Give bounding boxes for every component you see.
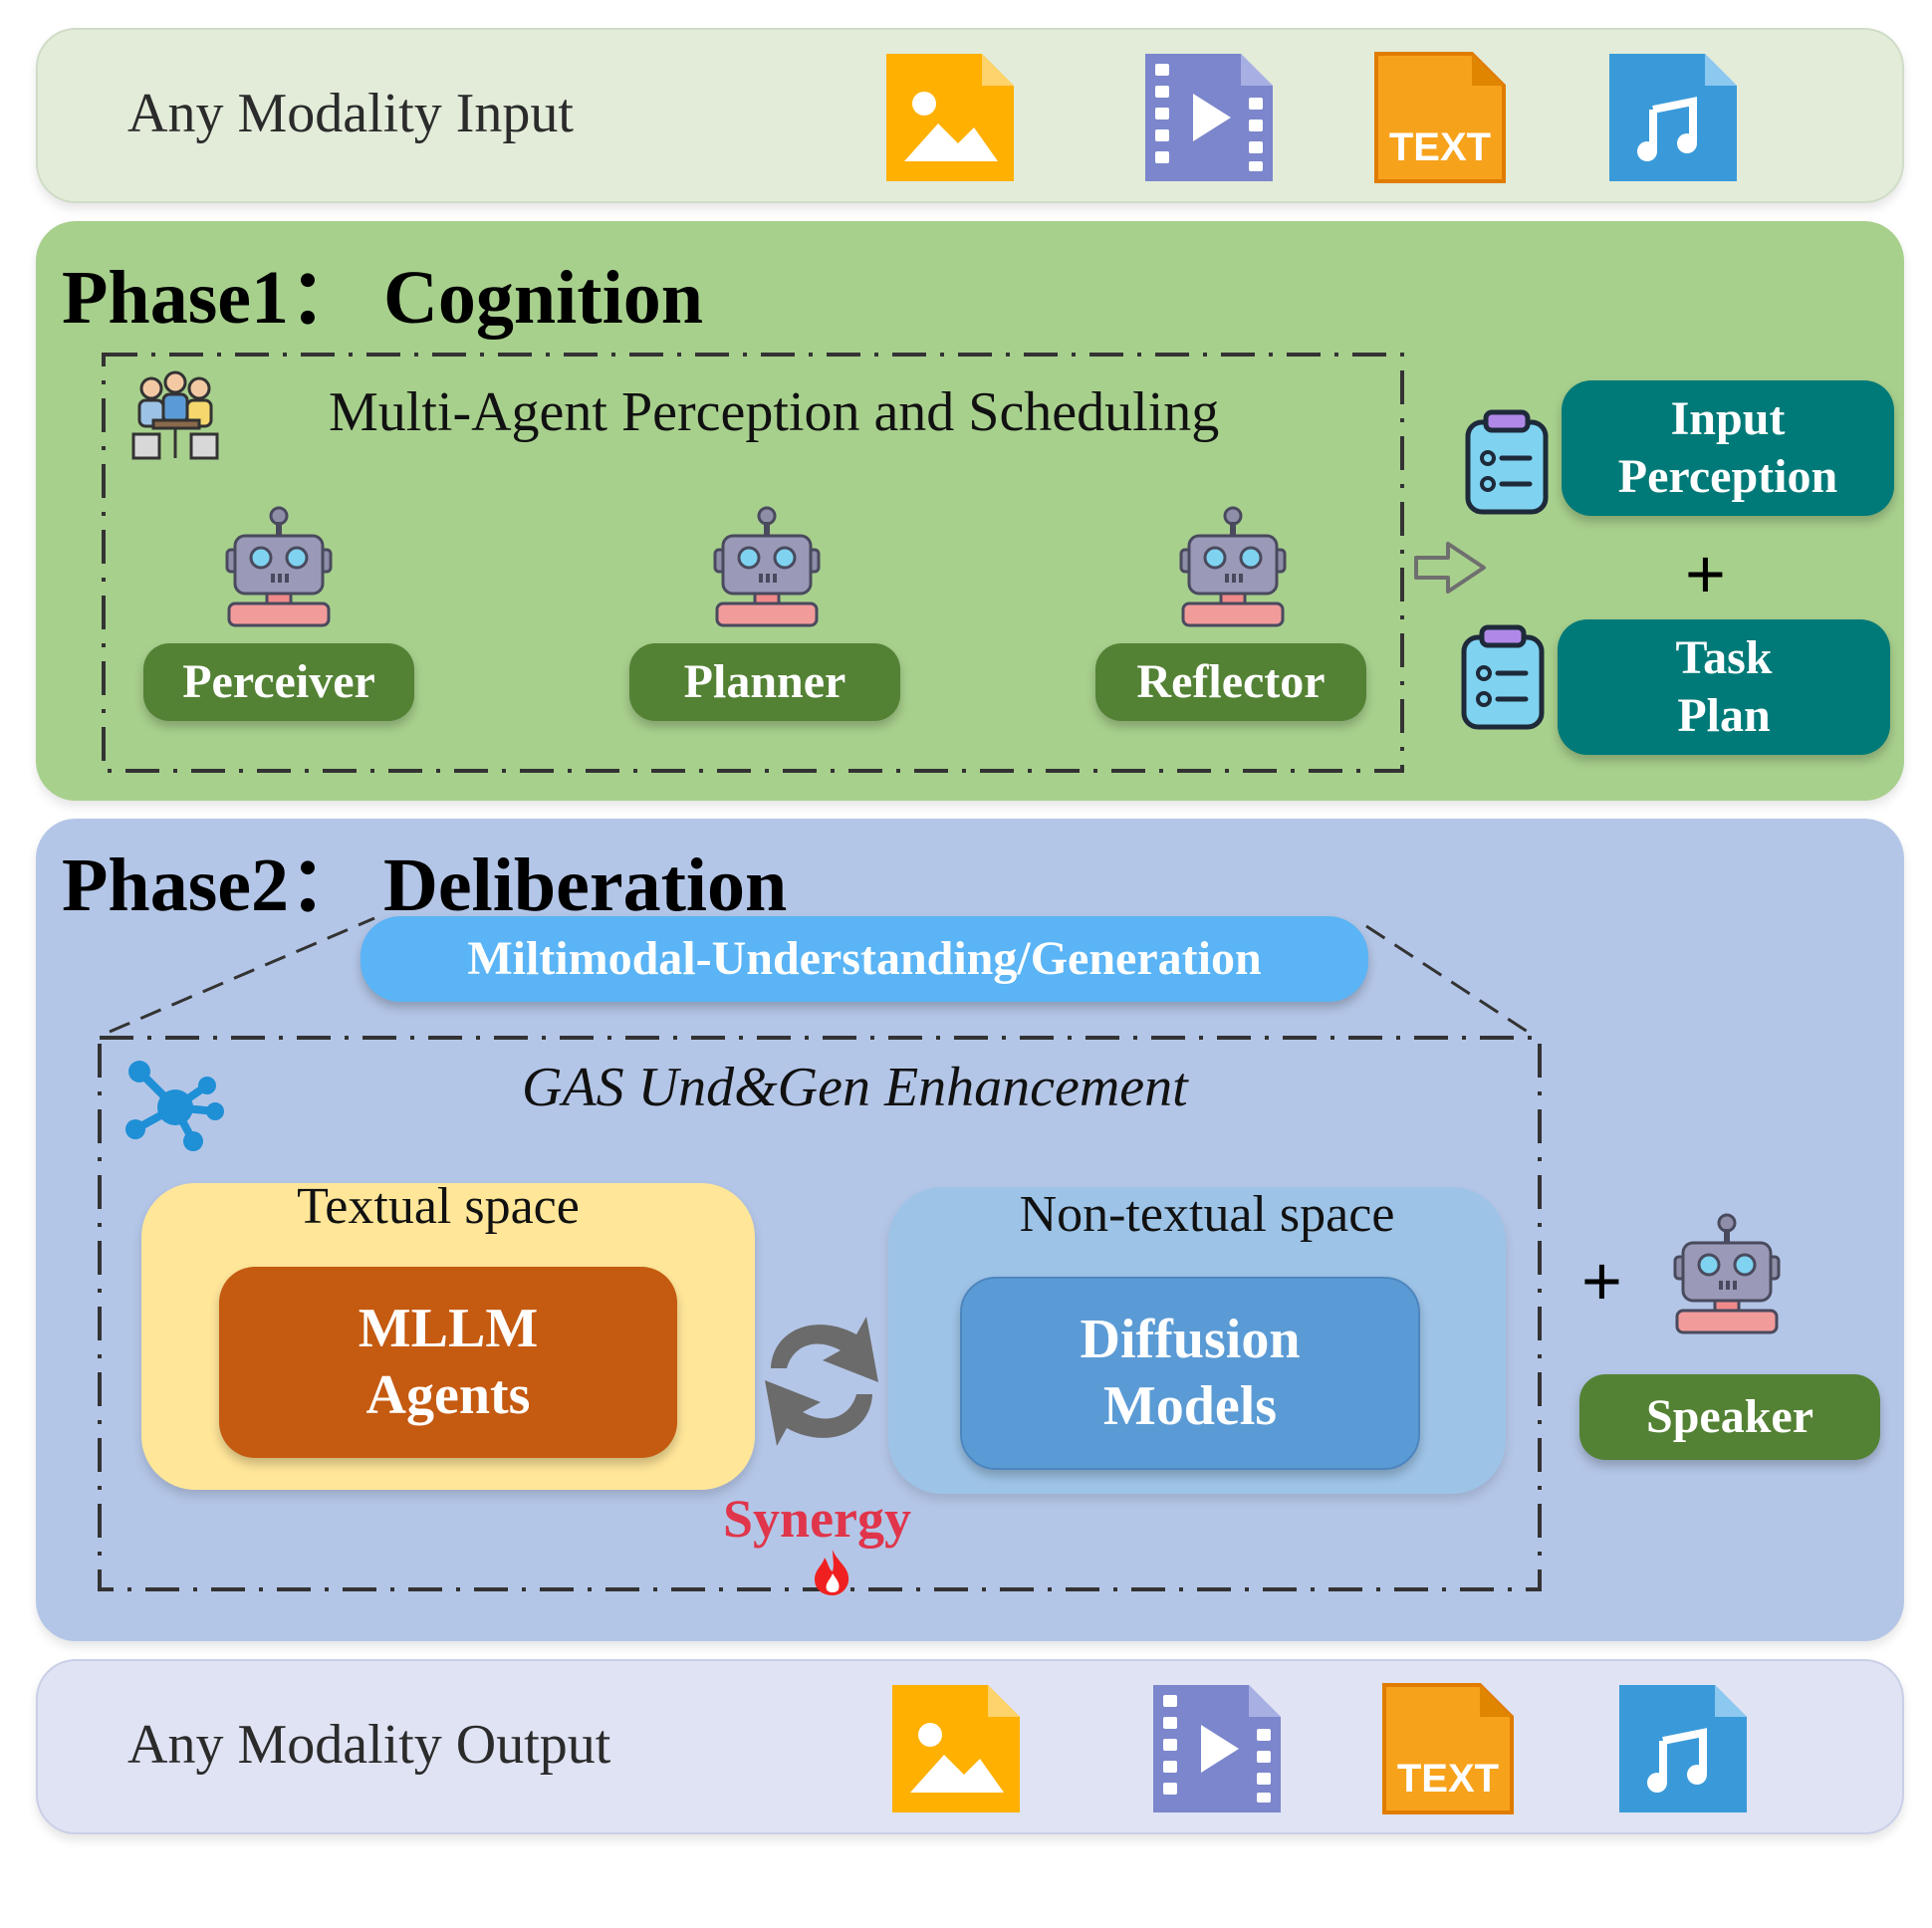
- textual-space-label: Textual space: [297, 1178, 580, 1235]
- output-line2: Plan: [1677, 689, 1771, 742]
- text-file-icon: TEXT: [1374, 52, 1506, 183]
- mllm-agents-box: MLLM Agents: [219, 1267, 677, 1458]
- output-task-plan: Task Plan: [1558, 619, 1890, 755]
- plus-sign: +: [1581, 1242, 1622, 1320]
- diffusion-line2: Models: [1102, 1375, 1278, 1437]
- cycle-arrows-icon: [765, 1317, 878, 1446]
- output-line2: Perception: [1617, 450, 1838, 503]
- video-file-icon: [1153, 1685, 1281, 1812]
- input-band-label: Any Modality Input: [127, 83, 574, 144]
- output-line1: Input: [1670, 392, 1786, 446]
- agent-planner: Planner: [629, 643, 900, 721]
- output-input-perception: Input Perception: [1562, 380, 1894, 516]
- mllm-line1: MLLM: [358, 1297, 539, 1359]
- multimodal-banner: Miltimodal-Understanding/Generation: [361, 916, 1368, 1002]
- network-hub-icon: [125, 1061, 224, 1151]
- agent-perceiver: Perceiver: [143, 643, 414, 721]
- output-band-label: Any Modality Output: [127, 1714, 611, 1776]
- audio-file-icon: [1619, 1685, 1747, 1814]
- text-file-label: TEXT: [1388, 125, 1492, 169]
- text-file-label: TEXT: [1396, 1757, 1500, 1801]
- right-arrow-icon: [1414, 542, 1486, 594]
- agent-reflector: Reflector: [1095, 643, 1366, 721]
- image-file-icon: [892, 1685, 1020, 1812]
- phase1-group-title: Multi-Agent Perception and Scheduling: [329, 381, 1220, 443]
- plus-sign: +: [1685, 535, 1726, 612]
- phase1-title: Phase1： Cognition: [62, 256, 703, 340]
- fire-icon: [815, 1550, 849, 1595]
- text-file-icon: TEXT: [1382, 1683, 1514, 1814]
- nontextual-space-label: Non-textual space: [1019, 1186, 1395, 1243]
- diffusion-models-box: Diffusion Models: [960, 1277, 1420, 1470]
- phase2-group-title: GAS Und&Gen Enhancement: [522, 1057, 1188, 1118]
- phase2-title: Phase2： Deliberation: [62, 844, 788, 927]
- mllm-line2: Agents: [365, 1364, 531, 1426]
- output-line1: Task: [1675, 631, 1773, 685]
- agent-speaker: Speaker: [1579, 1374, 1880, 1460]
- synergy-label: Synergy: [723, 1489, 911, 1549]
- team-meeting-icon: [131, 370, 219, 460]
- speaker-robot-icon: [1673, 1213, 1781, 1334]
- diffusion-line1: Diffusion: [1080, 1308, 1301, 1370]
